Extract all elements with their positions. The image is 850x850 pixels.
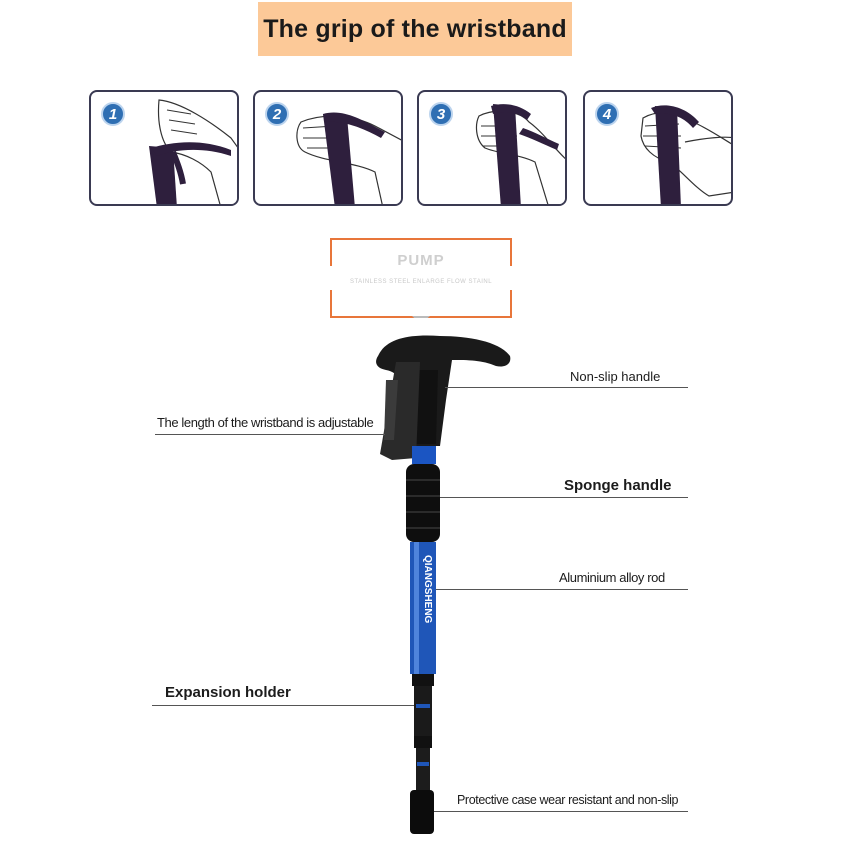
hand-through-strap-icon xyxy=(296,112,401,204)
page-title: The grip of the wristband xyxy=(263,14,567,43)
foam-grip xyxy=(406,464,440,542)
sponge-handle-line xyxy=(440,497,688,498)
wrist-strap xyxy=(380,362,420,460)
hand-insert-strap-icon xyxy=(149,99,237,204)
pump-subtitle: STAINLESS STEEL ENLARGE FLOW STAINL xyxy=(349,279,493,285)
step-number-3: 3 xyxy=(429,102,453,126)
expansion-holder-label: Expansion holder xyxy=(165,684,291,701)
step-4-panel: 4 xyxy=(583,90,733,206)
pump-frame-border xyxy=(330,238,512,318)
sponge-handle-label: Sponge handle xyxy=(564,477,672,494)
non-slip-handle-label: Non-slip handle xyxy=(570,369,661,384)
title-banner: The grip of the wristband xyxy=(258,2,572,56)
step-1-panel: 1 xyxy=(89,90,239,206)
rubber-tip xyxy=(410,790,434,834)
step-2-panel: 2 xyxy=(253,90,403,206)
protective-case-line xyxy=(434,811,688,812)
step-number-2: 2 xyxy=(265,102,289,126)
pump-banner: PUMP STAINLESS STEEL ENLARGE FLOW STAINL xyxy=(330,238,512,318)
aluminium-rod-label: Aluminium alloy rod xyxy=(559,570,665,585)
step-number-4: 4 xyxy=(595,102,619,126)
upper-rod xyxy=(410,542,436,674)
lower-rod xyxy=(416,748,430,790)
brand-mark: QIANGSHENG xyxy=(422,555,433,624)
wristband-line xyxy=(155,434,385,435)
step-number-1: 1 xyxy=(101,102,125,126)
expansion-holder-line xyxy=(152,705,414,706)
middle-rod xyxy=(414,686,432,736)
protective-case-label: Protective case wear resistant and non-s… xyxy=(457,793,679,807)
hand-wrap-strap-icon xyxy=(475,104,565,204)
pump-title: PUMP xyxy=(397,252,445,269)
aluminium-rod-line xyxy=(436,589,688,590)
non-slip-handle-line xyxy=(445,387,688,388)
wristband-adjustable-label: The length of the wristband is adjustabl… xyxy=(157,415,374,430)
hand-grip-handle-icon xyxy=(640,105,731,204)
step-3-panel: 3 xyxy=(417,90,567,206)
